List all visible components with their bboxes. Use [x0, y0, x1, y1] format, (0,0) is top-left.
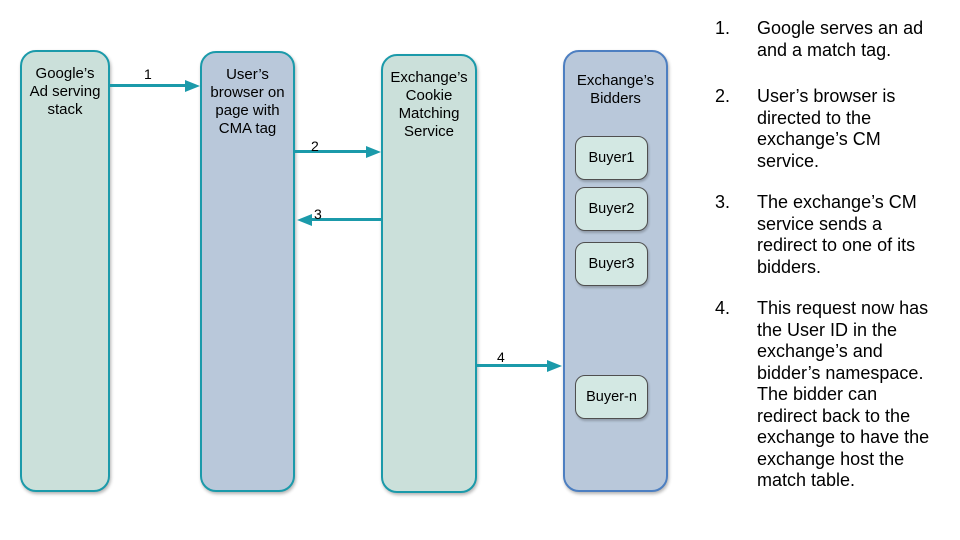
- step-item-1: 1. Google serves an ad and a match tag.: [715, 18, 960, 61]
- box-google-ad-serving-stack: Google’s Ad serving stack: [20, 50, 110, 492]
- arrow-4-cm-service-to-bidders: [477, 364, 547, 367]
- step-4-number: 4.: [715, 298, 731, 318]
- arrow-2-label: 2: [311, 138, 319, 154]
- arrow-2-browser-to-cm-service: [295, 150, 366, 153]
- step-item-3: 3. The exchange’s CM service sends a red…: [715, 192, 960, 278]
- step-3-text: The exchange’s CM service sends a redire…: [757, 192, 917, 277]
- box-title-exchange-cookie-matching-service: Exchange’s Cookie Matching Service: [390, 69, 468, 140]
- arrow-1-google-to-browser: [110, 84, 185, 87]
- step-2-number: 2.: [715, 86, 731, 106]
- arrow-3-cm-service-to-browser: [312, 218, 381, 221]
- buyer1-box: Buyer1: [575, 136, 648, 180]
- buyer-n-label: Buyer-n: [586, 389, 637, 405]
- step-item-4: 4. This request now has the User ID in t…: [715, 298, 960, 492]
- step-4-text: This request now has the User ID in the …: [757, 298, 930, 490]
- arrow-1-label: 1: [144, 66, 152, 82]
- box-user-browser: User’s browser on page with CMA tag: [200, 51, 295, 492]
- buyer2-box: Buyer2: [575, 187, 648, 231]
- buyer2-label: Buyer2: [588, 201, 635, 217]
- box-title-user-browser: User’s browser on page with CMA tag: [210, 66, 285, 137]
- arrow-4-label: 4: [497, 349, 505, 365]
- box-title-google-ad-serving-stack: Google’s Ad serving stack: [29, 65, 101, 118]
- arrow-3-label: 3: [314, 206, 322, 222]
- step-1-number: 1.: [715, 18, 731, 38]
- box-title-exchange-bidders: Exchange’s Bidders: [576, 72, 655, 107]
- step-1-text: Google serves an ad and a match tag.: [757, 18, 924, 60]
- step-item-2: 2. User’s browser is directed to the exc…: [715, 86, 960, 172]
- step-3-number: 3.: [715, 192, 731, 212]
- buyer3-label: Buyer3: [588, 256, 635, 272]
- step-2-text: User’s browser is directed to the exchan…: [757, 86, 896, 171]
- buyer3-box: Buyer3: [575, 242, 648, 286]
- box-exchange-cookie-matching-service: Exchange’s Cookie Matching Service: [381, 54, 477, 493]
- buyer1-label: Buyer1: [588, 150, 635, 166]
- buyer-n-box: Buyer-n: [575, 375, 648, 419]
